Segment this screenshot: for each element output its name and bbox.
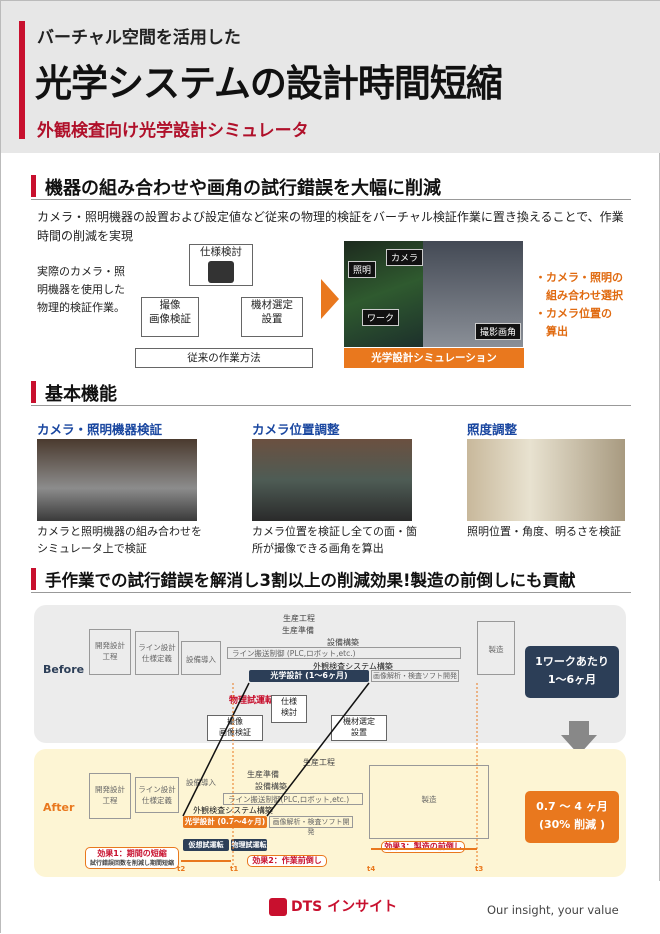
- before-line: ライン設計 仕様定義: [135, 631, 179, 675]
- after-virtual: 仮想試運転: [183, 839, 229, 851]
- person-icon: [208, 261, 234, 283]
- before-capture: 撮像 画像検証: [207, 715, 263, 741]
- after-phys: 物理試運転: [231, 839, 267, 851]
- after-result: 0.7 〜 4 ヶ月(30% 削減 ): [525, 791, 619, 843]
- feature-2-image: [252, 439, 412, 521]
- sim-caption: 光学設計シミュレーション: [344, 348, 524, 368]
- after-conveyor: ライン搬送制御(PLC,ロボット,etc.): [223, 793, 363, 805]
- tick-t1: t1: [230, 865, 239, 873]
- feature-2-caption: カメラ位置を検証し全ての面・箇所が撮像できる画角を算出: [252, 525, 417, 555]
- after-intro: 設備導入: [186, 778, 216, 787]
- flow-select-box: 機材選定 設置: [241, 297, 303, 337]
- flow-caption: 従来の作業方法: [135, 348, 313, 368]
- bullet-2: 組み合わせ選択: [535, 289, 623, 302]
- page-subtitle: 外観検査向け光学設計シミュレータ: [37, 121, 309, 141]
- before-physical: 物理試運転: [229, 696, 275, 706]
- arrow-right-icon: [321, 279, 339, 319]
- section1-heading: 機器の組み合わせや画角の試行錯誤を大幅に削減: [31, 174, 631, 200]
- tick-t4: t4: [367, 865, 376, 873]
- down-arrow-icon: [561, 721, 597, 755]
- before-spec: 仕様 検討: [271, 695, 307, 723]
- after-mfg: 製造: [369, 765, 489, 839]
- before-equip: 設備構築: [327, 638, 359, 647]
- bullet-4: 算出: [535, 325, 568, 338]
- sim-label-angle: 撮影画角: [475, 323, 522, 340]
- after-prep: 生産準備: [247, 770, 279, 779]
- bullet-1: ・カメラ・照明の: [535, 271, 623, 284]
- page-title: 光学システムの設計時間短縮: [35, 62, 503, 105]
- feature-1-title: カメラ・照明機器検証: [37, 422, 163, 437]
- footer: [1, 881, 660, 934]
- before-image: 画像解析・検査ソフト開発: [371, 670, 459, 682]
- bullet-3: ・カメラ位置の: [535, 307, 612, 320]
- section2-heading: 基本機能: [31, 380, 631, 406]
- before-select: 機材選定 設置: [331, 715, 387, 741]
- feature-2-title: カメラ位置調整: [252, 422, 340, 437]
- feature-1-image: [37, 439, 197, 521]
- after-image: 画像解析・検査ソフト開発: [269, 816, 353, 836]
- sim-label-camera: カメラ: [386, 249, 424, 266]
- before-intro: 設備導入: [181, 641, 221, 675]
- effect-2: 効果2：作業前倒し: [247, 855, 327, 867]
- after-dev: 開発設計 工程: [89, 773, 131, 819]
- sim-label-work: ワーク: [362, 309, 400, 326]
- company-logo: DTS インサイト: [269, 896, 397, 916]
- feature-1-caption: カメラと照明機器の組み合わせをシミュレータ上で検証: [37, 525, 202, 555]
- logo-mark-icon: [269, 898, 287, 916]
- accent-bar: [19, 21, 25, 139]
- sim-view-panel: 撮影画角: [423, 241, 523, 347]
- tick-t3: t3: [475, 865, 484, 873]
- section3-heading: 手作業での試行錯誤を解消し3割以上の削減効果!製造の前倒しにも貢献: [31, 567, 631, 593]
- pre-title: バーチャル空間を活用した: [37, 28, 241, 48]
- feature-3-title: 照度調整: [467, 422, 518, 437]
- before-dev: 開発設計 工程: [89, 629, 131, 675]
- after-line: ライン設計 仕様定義: [135, 777, 179, 813]
- before-conveyor: ライン搬送制御 (PLC,ロボット,etc.): [227, 647, 461, 659]
- effect-1: 効果1：期間の短縮試行錯誤回数を削減し期間短縮: [85, 847, 179, 869]
- before-mfg: 製造: [477, 621, 515, 675]
- before-prep: 生産準備: [282, 626, 314, 635]
- after-optical: 光学設計 (0.7〜4ヶ月): [183, 816, 267, 828]
- after-label: After: [43, 801, 75, 814]
- header: バーチャル空間を活用した 光学システムの設計時間短縮 外観検査向け光学設計シミュ…: [1, 1, 660, 153]
- before-inspection: 外観検査システム構築: [313, 662, 393, 671]
- before-label: Before: [43, 663, 85, 676]
- sim-label-light: 照明: [348, 261, 377, 278]
- tick-t2: t2: [177, 865, 186, 873]
- flow-capture-box: 撮像 画像検証: [141, 297, 199, 337]
- before-prod: 生産工程: [283, 614, 315, 623]
- feature-3-caption: 照明位置・角度、明るさを検証: [467, 525, 621, 538]
- flow-spec-box: 仕様検討: [189, 244, 253, 286]
- section1-left-text: 実際のカメラ・照明機器を使用した物理的検証作業。: [37, 265, 125, 314]
- slogan: Our insight, your value: [487, 903, 619, 917]
- feature-3-image: [467, 439, 625, 521]
- before-optical: 光学設計 (1〜6ヶ月): [249, 670, 369, 682]
- effect-3: 効果3：製造の前倒し: [381, 841, 465, 853]
- section1-body: カメラ・照明機器の設置および設定値など従来の物理的検証をバーチャル検証作業に置き…: [37, 210, 624, 243]
